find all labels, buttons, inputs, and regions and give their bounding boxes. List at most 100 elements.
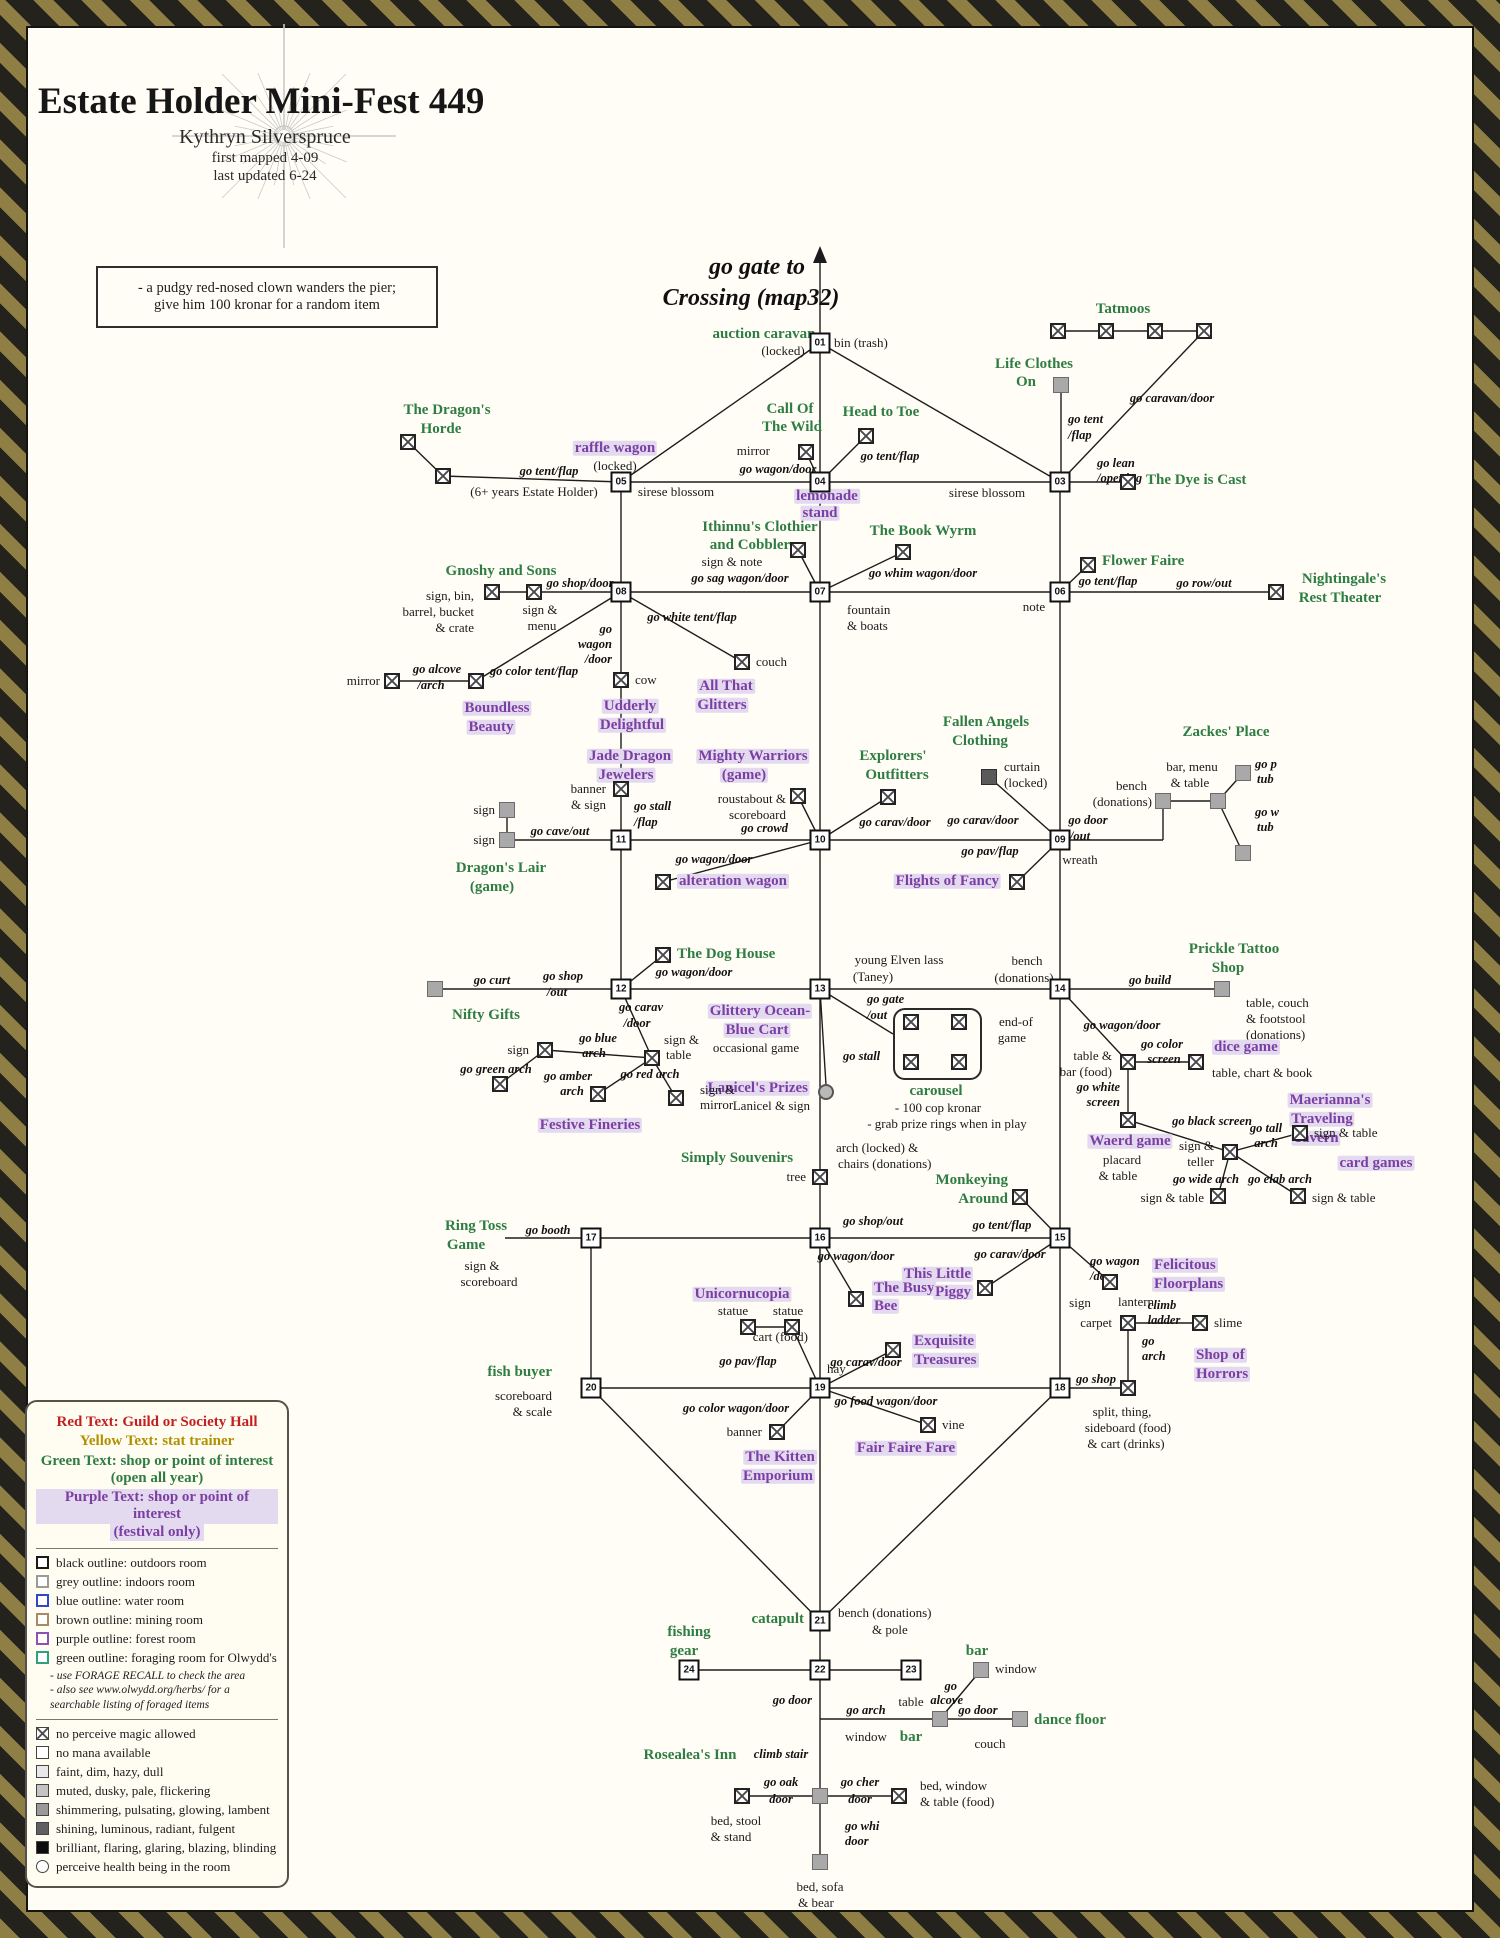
map-edge	[819, 988, 827, 1086]
map-label: go	[944, 1679, 958, 1694]
map-label: go alcove	[412, 662, 462, 677]
map-label: scoreboard	[494, 1387, 552, 1403]
map-label: Life Clothes	[995, 355, 1073, 372]
legend-text-color-item: Yellow Text: stat trainer	[79, 1433, 235, 1450]
room-node-04: 04	[809, 471, 831, 493]
room-box-marker	[1210, 1188, 1226, 1204]
compass-ray	[289, 109, 347, 135]
map-label: Rosealea's Inn	[643, 1746, 737, 1763]
map-label: go crowd	[741, 821, 788, 836]
map-label: mirror	[700, 1096, 734, 1112]
room-box-marker	[951, 1014, 967, 1030]
map-label: go caravan/door	[1129, 391, 1215, 406]
room-box-marker	[1192, 1315, 1208, 1331]
map-label: & footstool	[1246, 1010, 1306, 1026]
legend-outline-item: blue outline: water room	[36, 1593, 278, 1609]
map-label: & pole	[872, 1621, 908, 1637]
room-box-marker	[435, 468, 451, 484]
map-edge	[1127, 1119, 1231, 1153]
map-label: Festive Fineries	[537, 1116, 643, 1133]
map-label: Tatmoos	[1095, 300, 1151, 317]
map-label: go wagon/door	[655, 965, 733, 980]
room-box-marker	[384, 673, 400, 689]
map-label: & stand	[710, 1828, 752, 1844]
room-box-marker	[880, 789, 896, 805]
map-label: Fair Faire Fare	[854, 1439, 958, 1456]
map-label: & cart (drinks)	[1087, 1435, 1165, 1451]
compass-ray	[257, 73, 283, 131]
map-label: sideboard (food)	[1084, 1419, 1172, 1435]
room-fill-icon	[36, 1822, 49, 1836]
map-label: & table	[1170, 774, 1210, 790]
map-edge	[620, 591, 743, 663]
map-edge	[620, 342, 821, 483]
room-box-marker	[1009, 874, 1025, 890]
room-box-marker	[790, 788, 806, 804]
map-label: go wide arch	[1173, 1172, 1239, 1187]
map-label: go wagon/door	[675, 852, 753, 867]
map-label: go stall	[634, 799, 672, 814]
map-label: All That	[697, 677, 755, 694]
map-label: alteration wagon	[677, 872, 789, 889]
room-node-09: 09	[1049, 829, 1071, 851]
map-edge	[1059, 988, 1129, 1063]
map-label: /flap	[1068, 428, 1092, 443]
map-label: roustabout &	[717, 790, 786, 806]
map-label: sign &	[700, 1081, 736, 1097]
map-label: climb stair	[753, 1747, 809, 1762]
room-node-17: 17	[580, 1227, 602, 1249]
room-box-marker	[1102, 1274, 1118, 1290]
map-edge	[819, 988, 894, 1035]
map-label: couch	[756, 653, 788, 669]
map-label: couch	[974, 1735, 1006, 1751]
map-label: fountain	[847, 601, 891, 617]
map-label: bar, menu	[1166, 758, 1218, 774]
map-label: window	[845, 1728, 887, 1744]
map-label: Jewelers	[596, 766, 656, 783]
map-label: go cave/out	[530, 824, 590, 839]
room-box-marker	[1012, 1711, 1028, 1727]
map-edge	[597, 1057, 653, 1095]
map-label: go shop/out	[843, 1214, 904, 1229]
map-label: go gate	[867, 992, 905, 1007]
map-label: barrel, bucket	[402, 603, 474, 619]
room-node-07: 07	[809, 581, 831, 603]
room-box-marker	[655, 947, 671, 963]
map-label: /out	[546, 985, 568, 1000]
room-box-marker	[484, 584, 500, 600]
map-label: go tent/flap	[519, 464, 579, 479]
compass-ray	[284, 86, 295, 131]
map-label: door	[845, 1834, 869, 1849]
map-label: Dragon's Lair	[455, 859, 547, 876]
map-label: bench (donations)	[838, 1604, 932, 1620]
gate-arrow-icon	[813, 246, 827, 263]
legend-fill-item: perceive health being in the room	[36, 1859, 278, 1875]
map-label: table &	[1073, 1047, 1112, 1063]
map-label: alcove	[930, 1693, 963, 1708]
room-box-marker	[848, 1291, 864, 1307]
map-label: scoreboard	[460, 1273, 518, 1289]
map-label: go shop	[543, 969, 583, 984]
map-label: sign & table	[1312, 1189, 1376, 1205]
map-label: - 100 cop kronar	[894, 1099, 982, 1115]
map-label: Bee	[872, 1297, 900, 1314]
map-label: go curt	[473, 973, 511, 988]
map-label: curtain	[1004, 758, 1041, 774]
map-label: wreath	[1062, 851, 1098, 867]
map-label: (donations)	[1246, 1026, 1306, 1042]
map-label: Glittery Ocean-	[707, 1002, 813, 1019]
map-label: table, chart & book	[1212, 1064, 1313, 1080]
room-box-marker	[1098, 323, 1114, 339]
room-node-13: 13	[809, 978, 831, 1000]
map-label: go shop	[1076, 1372, 1116, 1387]
map-edge	[984, 1237, 1061, 1289]
map-label: go oak	[763, 1775, 799, 1790]
map-label: Around	[958, 1190, 1008, 1207]
map-label: go color wagon/door	[682, 1401, 790, 1416]
map-label: This Little	[901, 1265, 973, 1282]
room-box-marker	[1222, 1144, 1238, 1160]
compass-rose-icon	[172, 24, 396, 248]
room-box-marker	[895, 544, 911, 560]
compass-ray	[288, 107, 326, 133]
